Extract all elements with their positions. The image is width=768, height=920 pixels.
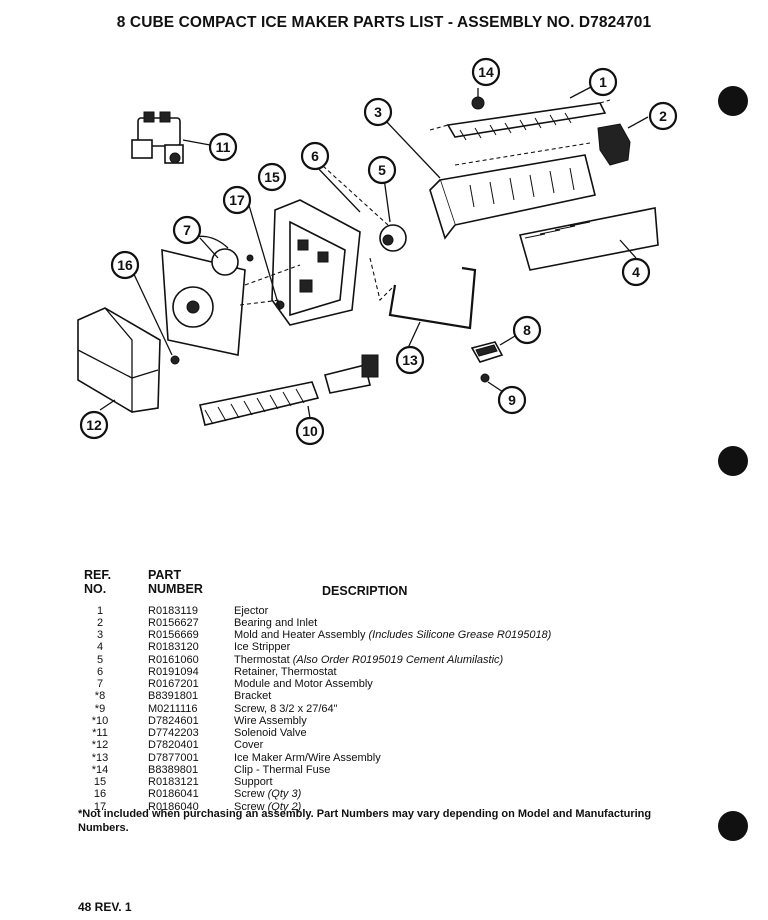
exploded-parts-diagram: 1 2 3 4 5 6 7 8 9 10 11 12 13 14 15 16 1… xyxy=(77,57,678,446)
binder-hole-middle xyxy=(718,446,748,476)
solenoid-valve-drawing xyxy=(131,111,184,164)
footnote: *Not included when purchasing an assembl… xyxy=(78,808,652,834)
callout-2: 2 xyxy=(648,101,678,131)
svg-text:7: 7 xyxy=(183,222,191,238)
svg-text:13: 13 xyxy=(402,352,418,368)
svg-text:10: 10 xyxy=(302,423,318,439)
svg-text:9: 9 xyxy=(508,392,516,408)
svg-text:15: 15 xyxy=(264,169,280,185)
callout-12: 12 xyxy=(79,410,109,440)
callout-11: 11 xyxy=(208,132,238,162)
svg-text:12: 12 xyxy=(86,417,102,433)
ejector-drawing xyxy=(429,99,611,141)
header-description: DESCRIPTION xyxy=(322,584,408,598)
screw-16-drawing xyxy=(170,355,180,365)
svg-text:5: 5 xyxy=(378,162,386,178)
thermal-fuse-clip-drawing xyxy=(471,96,485,110)
svg-text:6: 6 xyxy=(311,148,319,164)
callout-8: 8 xyxy=(512,315,542,345)
bracket-drawing xyxy=(470,341,504,363)
callout-13: 13 xyxy=(395,345,425,375)
svg-text:2: 2 xyxy=(659,108,667,124)
mold-heater-drawing xyxy=(429,142,596,240)
callout-5: 5 xyxy=(367,155,397,185)
callout-1: 1 xyxy=(588,67,618,97)
wire-assembly-drawing xyxy=(199,354,379,426)
callout-17: 17 xyxy=(222,185,252,215)
ice-maker-arm-drawing xyxy=(388,266,477,330)
callout-6: 6 xyxy=(300,141,330,171)
callout-14: 14 xyxy=(471,57,501,87)
binder-hole-top xyxy=(718,86,748,116)
svg-text:3: 3 xyxy=(374,104,382,120)
svg-text:11: 11 xyxy=(216,139,231,155)
callout-4: 4 xyxy=(621,257,651,287)
callout-16: 16 xyxy=(110,250,140,280)
callout-3: 3 xyxy=(363,97,393,127)
callout-15: 15 xyxy=(257,162,287,192)
header-ref-no: REF. NO. xyxy=(84,568,112,596)
svg-text:17: 17 xyxy=(229,192,245,208)
svg-text:8: 8 xyxy=(523,322,531,338)
page-title: 8 CUBE COMPACT ICE MAKER PARTS LIST - AS… xyxy=(116,14,652,31)
bearing-inlet-drawing xyxy=(597,123,631,166)
cover-drawing xyxy=(77,307,161,413)
support-housing-drawing xyxy=(271,199,361,326)
svg-text:1: 1 xyxy=(599,74,607,90)
callout-9: 9 xyxy=(497,385,527,415)
screw-16b-drawing xyxy=(246,254,254,262)
binder-hole-bottom xyxy=(718,811,748,841)
svg-text:14: 14 xyxy=(478,64,494,80)
header-part-number: PART NUMBER xyxy=(148,568,203,596)
svg-text:16: 16 xyxy=(117,257,133,273)
callout-7: 7 xyxy=(172,215,202,245)
module-motor-drawing xyxy=(161,235,246,356)
svg-text:4: 4 xyxy=(632,264,640,280)
page-number: 48 REV. 1 xyxy=(78,900,132,914)
screw-9-drawing xyxy=(480,373,490,383)
ice-stripper-drawing xyxy=(518,207,659,271)
thermostat-drawing xyxy=(379,224,407,252)
callout-10: 10 xyxy=(295,416,325,446)
